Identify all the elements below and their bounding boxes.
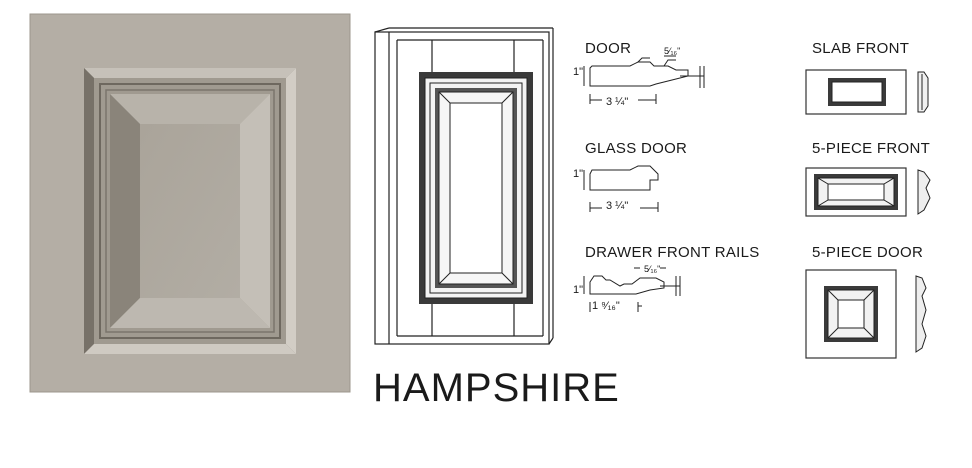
door-edge-dimension: 5⁄₁₆": [664, 46, 681, 56]
door-profile-label: DOOR: [585, 40, 632, 57]
glass-door-height-dimension: 1": [573, 168, 584, 180]
glass-door-profile-drawing: [583, 165, 659, 212]
door-height-dimension: 1": [573, 66, 584, 78]
door-photo: [29, 13, 351, 393]
five-piece-front-label: 5-PIECE FRONT: [812, 140, 931, 157]
five-piece-front-drawing: [805, 167, 931, 217]
five-piece-door-drawing: [805, 269, 927, 359]
drawer-front-rails-height-dimension: 1": [573, 284, 584, 296]
collection-title: HAMPSHIRE: [373, 366, 620, 410]
drawer-front-rails-profile-label: DRAWER FRONT RAILS: [585, 244, 760, 261]
glass-door-profile-label: GLASS DOOR: [585, 140, 688, 157]
glass-door-width-dimension: 3 ¼": [606, 200, 629, 212]
drawer-front-rails-profile-drawing: [583, 267, 681, 312]
drawer-front-rails-width-dimension: 1 ⁹⁄₁₆": [592, 300, 620, 312]
drawer-front-rails-edge-dimension: 5⁄₁₆": [644, 264, 661, 274]
door-elevation-drawing: [374, 27, 554, 345]
slab-front-label: SLAB FRONT: [812, 40, 910, 57]
door-width-dimension: 3 ¼": [606, 96, 629, 108]
five-piece-door-label: 5-PIECE DOOR: [812, 244, 924, 261]
door-profile-drawing: [583, 55, 705, 104]
slab-front-drawing: [805, 69, 929, 115]
